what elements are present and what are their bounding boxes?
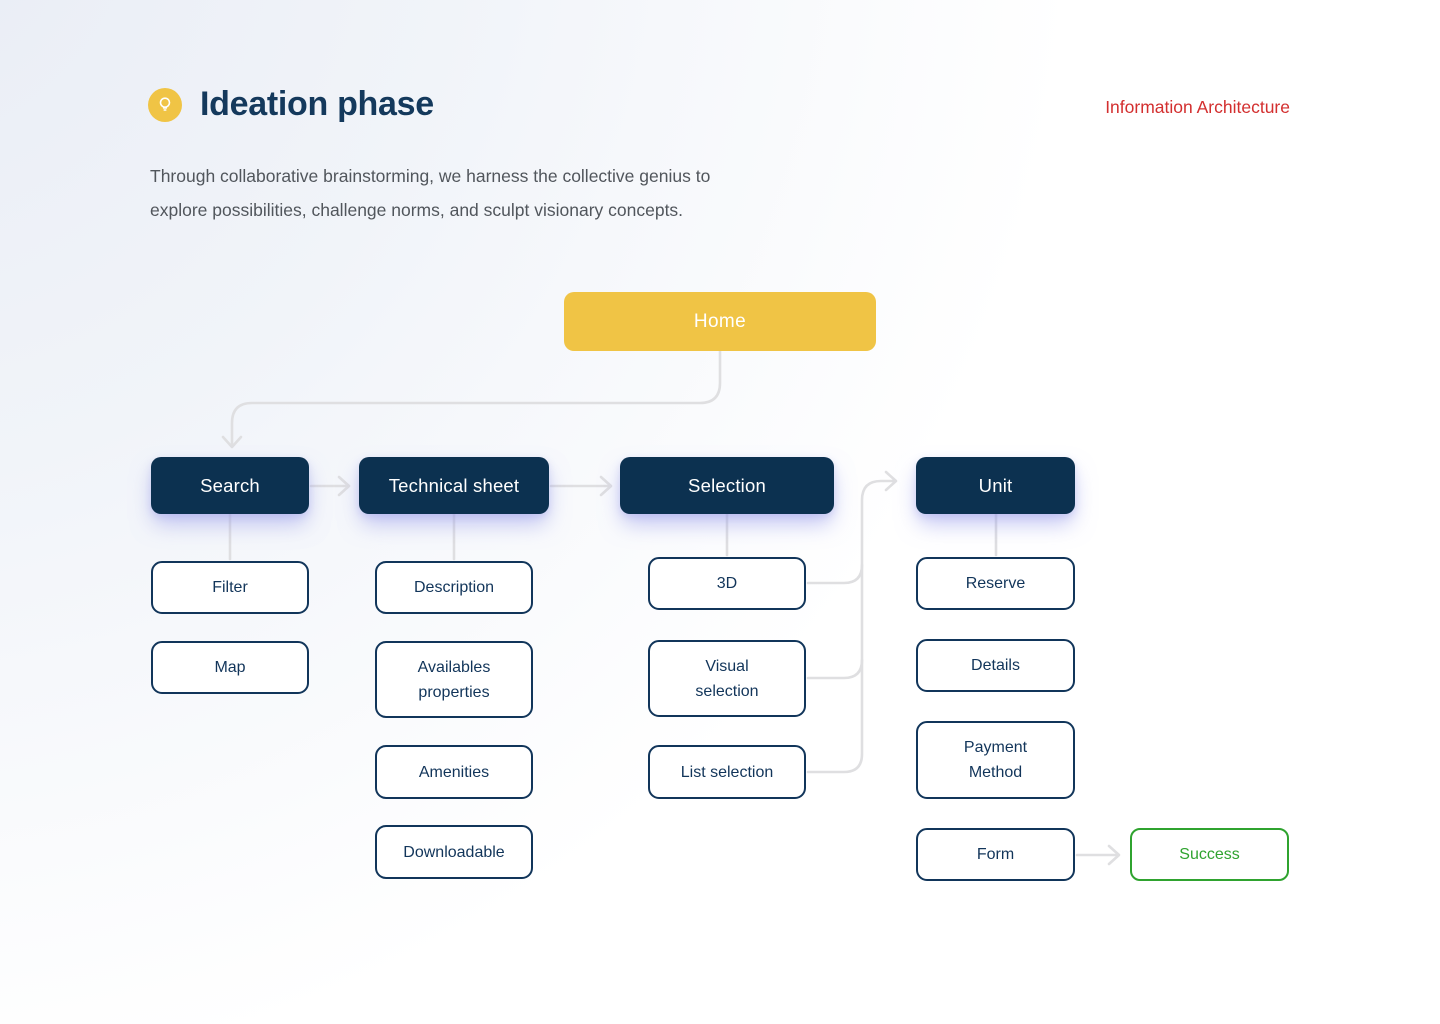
flow-node-label: Availables properties: [417, 658, 491, 701]
flow-node-description[interactable]: Description: [375, 561, 533, 614]
flow-node-label: Technical sheet: [388, 474, 520, 496]
description-line: explore possibilities, challenge norms, …: [150, 199, 684, 220]
arrowhead-right-icon: [1107, 844, 1121, 866]
connector-list-selection-trunk-to-unit: [806, 479, 895, 774]
flow-node-amenities[interactable]: Amenities: [375, 745, 533, 799]
flow-node-reserve[interactable]: Reserve: [916, 557, 1075, 610]
flow-node-home[interactable]: Home: [564, 292, 876, 351]
flow-node-label: Amenities: [418, 763, 490, 781]
section-tag: Information Architecture: [1105, 97, 1290, 117]
flow-node-label: Selection: [688, 474, 766, 496]
flow-node-label: Filter: [212, 579, 248, 596]
flow-node-label: Map: [214, 659, 246, 676]
flow-node-availables-properties[interactable]: Availables properties: [375, 641, 533, 718]
lightbulb-icon: [148, 87, 182, 122]
flow-node-label: List selection: [680, 763, 774, 781]
flow-node-label: Search: [200, 474, 260, 496]
flow-node-label: 3D: [716, 575, 738, 592]
flow-node-selection[interactable]: Selection: [620, 457, 834, 514]
flow-node-label: Description: [413, 579, 495, 596]
flow-node-success[interactable]: Success: [1130, 828, 1289, 881]
page-description: Through collaborative brainstorming, we …: [150, 160, 710, 227]
page-title: Ideation phase: [200, 85, 434, 123]
flow-node-label: Form: [976, 846, 1015, 863]
flow-node-payment-method[interactable]: Payment Method: [916, 721, 1075, 799]
flow-node-details[interactable]: Details: [916, 639, 1075, 692]
flow-node-label: Payment Method: [963, 739, 1028, 781]
flow-node-visual-selection[interactable]: Visual selection: [648, 640, 806, 717]
flow-node-list-selection[interactable]: List selection: [648, 745, 806, 799]
flow-node-downloadable[interactable]: Downloadable: [375, 825, 533, 879]
flow-node-label: Downloadable: [403, 843, 505, 861]
connector-3d-to-trunk: [806, 563, 864, 585]
flow-node-search[interactable]: Search: [151, 457, 309, 514]
flow-node-map[interactable]: Map: [151, 641, 309, 694]
flow-node-label: Success: [1179, 845, 1240, 863]
arrowhead-right-icon: [599, 475, 613, 497]
flow-node-3d[interactable]: 3D: [648, 557, 806, 610]
flow-node-label: Reserve: [965, 575, 1026, 592]
flow-node-unit[interactable]: Unit: [916, 457, 1075, 514]
page-header: Ideation phase: [148, 85, 434, 124]
arrowhead-down-icon: [221, 435, 243, 449]
flow-node-label: Unit: [978, 474, 1013, 496]
arrowhead-right-icon: [884, 470, 898, 492]
arrowhead-right-icon: [337, 475, 351, 497]
connector-visual-selection-to-trunk: [806, 658, 864, 680]
flow-node-label: Details: [971, 657, 1020, 674]
flow-node-label: Home: [693, 310, 747, 332]
flow-node-form[interactable]: Form: [916, 828, 1075, 881]
connector-home-to-search: [230, 349, 722, 447]
description-line: Through collaborative brainstorming, we …: [150, 166, 711, 186]
flow-node-technical-sheet[interactable]: Technical sheet: [359, 457, 549, 514]
flow-node-label: Visual selection: [695, 657, 759, 700]
flow-node-filter[interactable]: Filter: [151, 561, 309, 614]
